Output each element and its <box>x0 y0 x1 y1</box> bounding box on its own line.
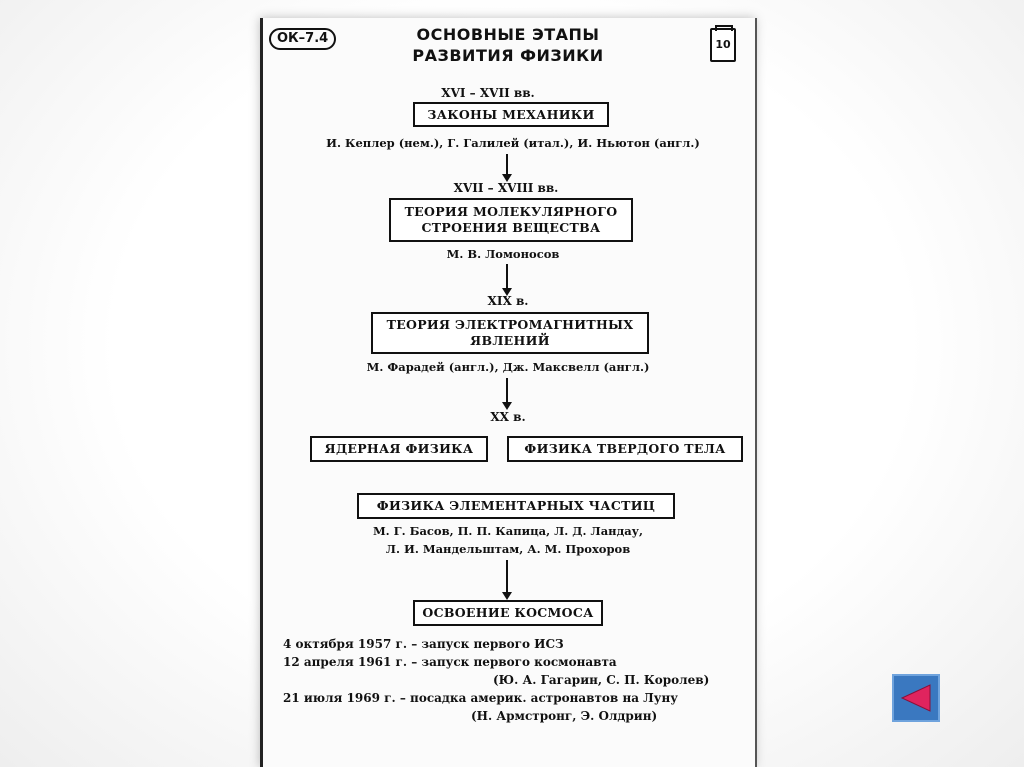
triangle-left-icon <box>900 684 931 712</box>
scientists-particles-2: Л. И. Мандельштам, А. М. Прохоров <box>385 542 631 556</box>
event-first-cosmonaut-names: (Ю. А. Гагарин, С. П. Королев) <box>493 673 710 687</box>
event-moon-landing-names: (Н. Армстронг, Э. Олдрин) <box>471 709 658 723</box>
event-sputnik: 4 октября 1957 г. – запуск первого ИСЗ <box>283 637 564 651</box>
stage-box-solid-state: ФИЗИКА ТВЕРДОГО ТЕЛА <box>507 436 743 462</box>
era-label-4: XX в. <box>490 410 526 424</box>
stage-box-label: ФИЗИКА ТВЕРДОГО ТЕЛА <box>524 441 726 456</box>
stage-box-label: ОСВОЕНИЕ КОСМОСА <box>422 605 594 620</box>
scientists-particles-1: М. Г. Басов, П. П. Капица, Л. Д. Ландау, <box>372 524 644 538</box>
flow-arrow <box>502 378 512 410</box>
stage-box-space: ОСВОЕНИЕ КОСМОСА <box>413 600 603 626</box>
stage-box-particles: ФИЗИКА ЭЛЕМЕНТАРНЫХ ЧАСТИЦ <box>357 493 675 519</box>
page-number-icon: 10 <box>710 25 736 62</box>
page-edge <box>755 18 757 767</box>
flow-arrow <box>502 560 512 600</box>
document-code-badge: ОК–7.4 <box>269 28 337 50</box>
flow-arrow <box>502 154 512 182</box>
stage-box-electromagnetic: ТЕОРИЯ ЭЛЕКТРОМАГНИТНЫХ ЯВЛЕНИЙ <box>371 312 649 354</box>
era-label-1: XVI – XVII вв. <box>441 86 535 100</box>
document-page: ОК–7.4 ОСНОВНЫЕ ЭТАПЫ РАЗВИТИЯ ФИЗИКИ 10… <box>260 18 757 767</box>
scientists-molecular: М. В. Ломоносов <box>446 247 560 261</box>
stage-box-label: ТЕОРИЯ МОЛЕКУЛЯРНОГО <box>404 204 618 219</box>
title-line-2: РАЗВИТИЯ ФИЗИКИ <box>412 46 604 65</box>
stage-box-label: ЯВЛЕНИЙ <box>470 333 550 348</box>
stage-box-nuclear: ЯДЕРНАЯ ФИЗИКА <box>310 436 488 462</box>
era-label-2: XVII – XVIII вв. <box>453 181 559 195</box>
stage-box-label: ТЕОРИЯ ЭЛЕКТРОМАГНИТНЫХ <box>386 317 634 332</box>
scientists-mechanics: И. Кеплер (нем.), Г. Галилей (итал.), И.… <box>326 136 700 150</box>
page-title: ОСНОВНЫЕ ЭТАПЫ РАЗВИТИЯ ФИЗИКИ <box>383 24 633 66</box>
event-first-cosmonaut: 12 апреля 1961 г. – запуск первого космо… <box>283 655 617 669</box>
stage-box-label: ФИЗИКА ЭЛЕМЕНТАРНЫХ ЧАСТИЦ <box>376 498 656 513</box>
scientists-electromagnetic: М. Фарадей (англ.), Дж. Максвелл (англ.) <box>366 360 650 374</box>
era-label-3: XIX в. <box>487 294 529 308</box>
stage-box-mechanics: ЗАКОНЫ МЕХАНИКИ <box>413 102 609 127</box>
stage-box-label: ЯДЕРНАЯ ФИЗИКА <box>324 441 474 456</box>
flow-arrow <box>502 264 512 296</box>
stage-box-label: СТРОЕНИЯ ВЕЩЕСТВА <box>421 220 601 235</box>
stage-box-molecular: ТЕОРИЯ МОЛЕКУЛЯРНОГО СТРОЕНИЯ ВЕЩЕСТВА <box>389 198 633 242</box>
event-moon-landing: 21 июля 1969 г. – посадка америк. астрон… <box>283 691 678 705</box>
back-button[interactable] <box>892 674 940 722</box>
stage-box-label: ЗАКОНЫ МЕХАНИКИ <box>427 106 595 122</box>
title-line-1: ОСНОВНЫЕ ЭТАПЫ <box>416 25 600 44</box>
